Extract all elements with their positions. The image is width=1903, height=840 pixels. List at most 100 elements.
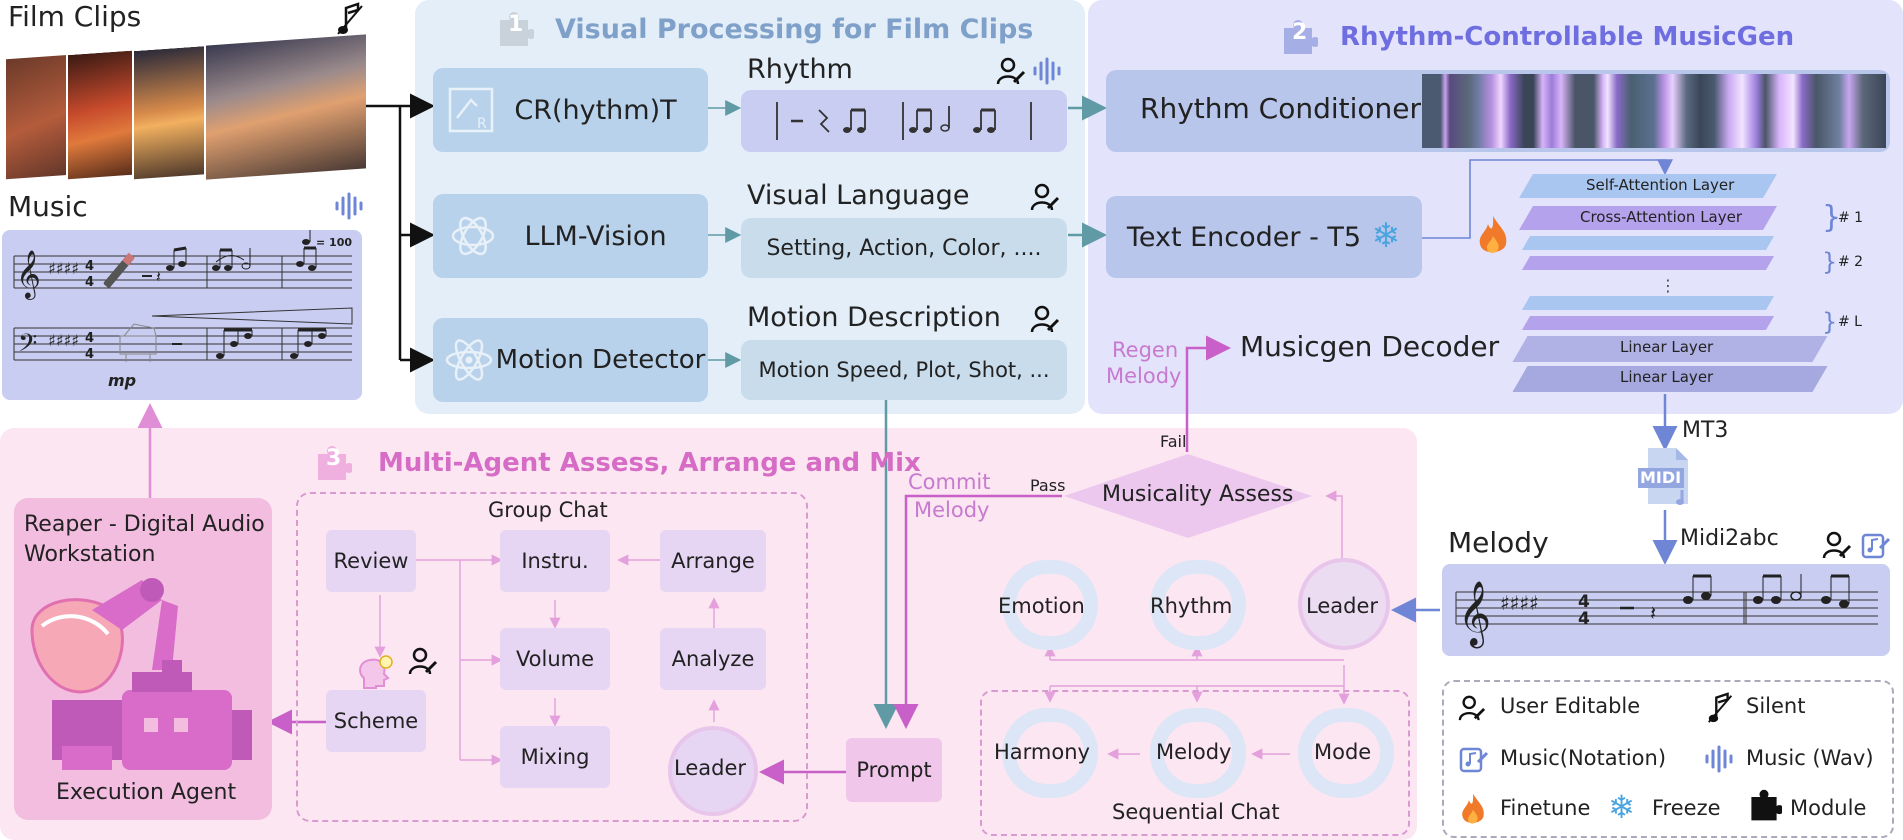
music-score: 𝄞 𝄢 ♯♯♯♯ ♯♯♯♯ 4 4 4 4 𝄽 = 100 mp	[13, 226, 353, 390]
commit-melody-line1: Commit	[908, 470, 991, 494]
group-chat-box	[296, 492, 808, 822]
legend-silent: Silent	[1746, 694, 1806, 718]
legend-user-editable-icon	[1458, 695, 1486, 721]
layer-brace-2: }	[1822, 248, 1838, 276]
section2-title: Rhythm-Controllable MusicGen	[1340, 22, 1795, 52]
layer-block-lb	[1521, 316, 1775, 330]
legend-music-wav-icon	[1705, 745, 1733, 773]
svg-text:4: 4	[85, 275, 94, 290]
layer-tag-1: # 1	[1838, 210, 1864, 226]
arrange-label: Arrange	[671, 549, 755, 573]
legend-freeze-icon: ❄	[1608, 788, 1635, 826]
rhythm-notation	[776, 102, 1032, 140]
rhythm-conditioner-label: Rhythm Conditioner	[1140, 92, 1422, 125]
legend-silent-icon	[1708, 692, 1733, 723]
musicality-assess-diamond	[1064, 454, 1312, 538]
sequential-chat-box	[980, 690, 1410, 836]
transformer-stack: Self-Attention Layer Cross-Attention Lay…	[1480, 168, 1863, 400]
layer-tag-l: # L	[1838, 314, 1862, 330]
idea-head-icon	[359, 655, 393, 689]
review-label: Review	[333, 549, 409, 573]
crt-icon: R	[448, 87, 494, 133]
text-encoder-label: Text Encoder - T5	[1126, 221, 1362, 253]
layer-dots: ⋮	[1660, 276, 1676, 295]
leader-group-label: Leader	[674, 756, 747, 780]
leader-agent-seq	[1298, 558, 1390, 650]
svg-text:𝄽: 𝄽	[156, 267, 161, 286]
leader-agent-group	[668, 726, 758, 816]
section1-title: Visual Processing for Film Clips	[555, 14, 1034, 45]
midi-text: MIDI	[1640, 468, 1682, 487]
user-editable-icon-scheme	[408, 647, 438, 675]
svg-text:𝄽: 𝄽	[1650, 601, 1656, 625]
sequential-chat-title: Sequential Chat	[1112, 800, 1280, 824]
melody-score-box: 𝄞 ♯♯♯♯ 4 4 𝄽	[1442, 564, 1890, 656]
layer-block-la	[1521, 296, 1775, 310]
mode-label: Mode	[1314, 740, 1372, 764]
rhythm-agent-label: Rhythm	[1150, 594, 1233, 618]
review-agent: Review	[326, 530, 416, 592]
rhythm-title: Rhythm	[747, 54, 853, 85]
visual-language-box: Setting, Action, Color, ....	[741, 218, 1067, 278]
instru-label: Instru.	[521, 549, 589, 573]
silent-note-icon	[337, 2, 363, 35]
layer-block-2b	[1521, 256, 1775, 270]
svg-text:𝄢: 𝄢	[18, 329, 37, 364]
scheme-agent: Scheme	[326, 690, 426, 752]
motion-description-text: Motion Speed, Plot, Shot, ...	[758, 358, 1050, 382]
layer-block-2a	[1521, 236, 1775, 250]
rhythm-notation-box	[741, 90, 1067, 152]
daw-title-line2: Workstation	[24, 542, 156, 567]
fire-icon	[1479, 216, 1507, 253]
daw-title-line1: Reaper - Digital Audio	[24, 512, 265, 537]
module-2-number: 2	[1292, 20, 1308, 45]
midi2abc-label: Midi2abc	[1680, 526, 1779, 551]
svg-text:4: 4	[85, 259, 94, 274]
atom-icon	[445, 339, 493, 381]
svg-text:4: 4	[1578, 609, 1590, 629]
svg-text:♯♯♯♯: ♯♯♯♯	[1500, 591, 1539, 615]
openai-icon	[451, 216, 495, 256]
user-editable-icon-motion	[1030, 305, 1060, 333]
mt3-label: MT3	[1682, 418, 1729, 443]
music-wav-icon	[335, 192, 363, 220]
harmony-label: Harmony	[994, 740, 1090, 764]
pass-label: Pass	[1030, 476, 1066, 495]
motion-detector-label: Motion Detector	[495, 345, 706, 375]
mixing-label: Mixing	[520, 745, 590, 769]
music-title: Music	[8, 190, 88, 223]
robot-arm-icon	[30, 578, 252, 770]
module-1-icon	[500, 12, 534, 46]
legend-module: Module	[1790, 796, 1867, 820]
svg-text:4: 4	[1578, 592, 1590, 612]
svg-text:R: R	[477, 116, 487, 132]
leader-seq-label: Leader	[1306, 594, 1379, 618]
text-encoder-box: Text Encoder - T5 ❄	[1106, 196, 1422, 278]
motion-detector-module: Motion Detector	[433, 318, 708, 402]
instru-agent: Instru.	[500, 530, 610, 592]
analyze-label: Analyze	[671, 647, 755, 671]
dynamic-mark: mp	[108, 371, 136, 390]
motion-description-box: Motion Speed, Plot, Shot, ...	[741, 340, 1067, 400]
module-3-number: 3	[326, 446, 342, 471]
legend-user-editable: User Editable	[1500, 694, 1641, 718]
svg-text:♯♯♯♯: ♯♯♯♯	[48, 331, 79, 350]
volume-label: Volume	[515, 647, 595, 671]
layer-brace-l: }	[1822, 308, 1838, 336]
arrange-agent: Arrange	[660, 530, 766, 592]
legend-music-wav: Music (Wav)	[1746, 746, 1874, 770]
music-wav-icon-rhythm	[1033, 57, 1061, 85]
user-editable-icon-visual	[1030, 183, 1060, 211]
svg-text:𝄞: 𝄞	[16, 249, 41, 300]
llm-vision-label: LLM-Vision	[524, 220, 667, 252]
fail-label: Fail	[1160, 432, 1187, 451]
musicality-assess-label: Musicality Assess	[1102, 482, 1294, 507]
self-attention-label: Self-Attention Layer	[1586, 176, 1735, 194]
svg-text:♯♯♯♯: ♯♯♯♯	[48, 259, 79, 278]
crt-label: CR(hythm)T	[514, 94, 677, 126]
execution-agent-label: Execution Agent	[56, 780, 237, 805]
volume-agent: Volume	[500, 628, 610, 690]
legend-box: User Editable Silent Music(Notation) Mus…	[1442, 680, 1894, 838]
user-editable-icon-melody	[1822, 531, 1852, 559]
